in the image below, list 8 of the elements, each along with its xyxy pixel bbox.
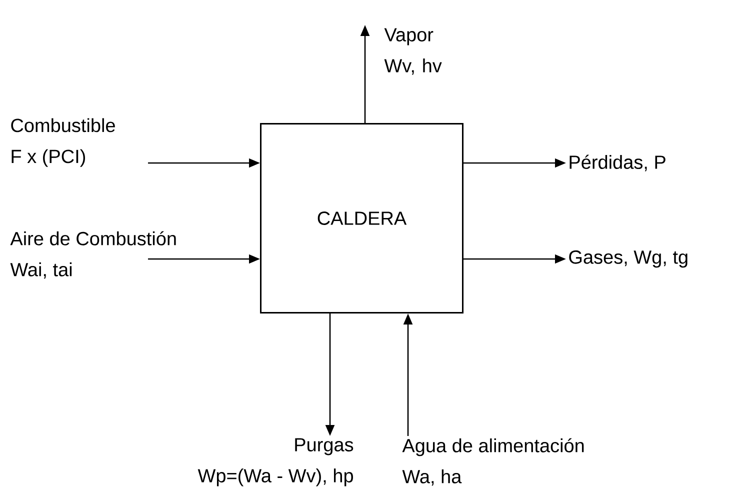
flow-label: Agua de alimentación Wa, ha bbox=[402, 438, 584, 486]
flow-label: Gases, Wg, tg bbox=[569, 250, 688, 268]
process-box: CALDERA bbox=[260, 123, 464, 314]
flow-label: Pérdidas, P bbox=[570, 154, 666, 172]
flow-label: Aire de Combustión Wai, tai bbox=[10, 231, 176, 279]
edge-label: Vapor Wv, hv bbox=[384, 28, 442, 75]
flow-label: Combustible F x (PCI) bbox=[11, 118, 115, 167]
flow-label: Purgas Wp=(Wa - Wv), hp bbox=[198, 438, 354, 486]
